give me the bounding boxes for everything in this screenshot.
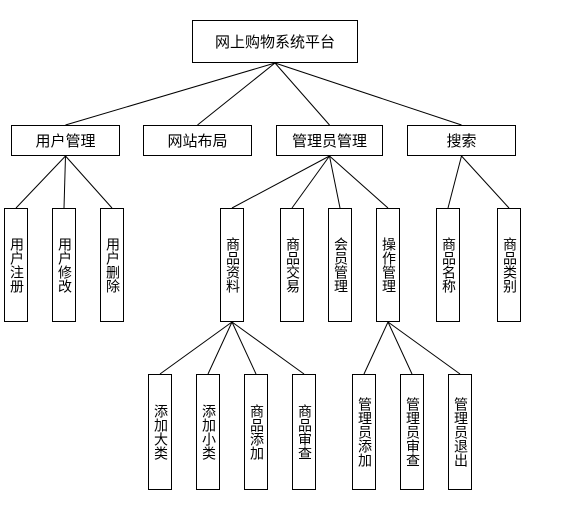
- node-user-modify: 用户修改: [52, 208, 76, 322]
- connector-node-root-to-node-search: [274, 62, 462, 126]
- node-goods-category: 商品类别: [497, 208, 521, 322]
- connector-node-root-to-node-site-layout: [197, 62, 276, 126]
- connector-node-admin-management-to-node-goods-trade: [291, 155, 330, 209]
- connector-node-user-management-to-node-user-register: [15, 155, 66, 209]
- connector-node-admin-management-to-node-member-management: [329, 155, 341, 209]
- connector-node-admin-management-to-node-operation-management: [329, 155, 389, 209]
- connector-node-goods-info-to-node-add-major-category: [159, 321, 233, 375]
- connector-node-search-to-node-goods-category: [461, 155, 510, 209]
- node-admin-review: 管理员审查: [400, 374, 424, 490]
- connector-node-search-to-node-goods-name: [447, 155, 462, 209]
- connector-node-goods-info-to-node-add-minor-category: [207, 321, 233, 375]
- connector-node-user-management-to-node-user-modify: [63, 155, 66, 209]
- connector-node-user-management-to-node-user-delete: [65, 155, 113, 209]
- connector-node-root-to-node-user-management: [65, 62, 276, 126]
- connector-node-operation-management-to-node-admin-exit: [387, 321, 461, 375]
- connector-node-root-to-node-admin-management: [274, 62, 330, 126]
- connector-node-goods-info-to-node-goods-add: [231, 321, 257, 375]
- node-user-register: 用户注册: [4, 208, 28, 322]
- node-search: 搜索: [407, 125, 516, 156]
- node-admin-exit: 管理员退出: [448, 374, 472, 490]
- node-user-delete: 用户删除: [100, 208, 124, 322]
- node-goods-info: 商品资料: [220, 208, 244, 322]
- node-add-minor-category: 添加小类: [196, 374, 220, 490]
- connector-node-admin-management-to-node-goods-info: [231, 155, 330, 209]
- node-goods-name: 商品名称: [436, 208, 460, 322]
- connector-node-operation-management-to-node-admin-review: [387, 321, 413, 375]
- node-goods-add: 商品添加: [244, 374, 268, 490]
- node-admin-management: 管理员管理: [276, 125, 383, 156]
- node-user-management: 用户管理: [11, 125, 120, 156]
- node-site-layout: 网站布局: [143, 125, 252, 156]
- node-member-management: 会员管理: [328, 208, 352, 322]
- node-add-major-category: 添加大类: [148, 374, 172, 490]
- connector-node-goods-info-to-node-goods-review: [231, 321, 305, 375]
- node-admin-add: 管理员添加: [352, 374, 376, 490]
- node-goods-review: 商品审查: [292, 374, 316, 490]
- node-goods-trade: 商品交易: [280, 208, 304, 322]
- node-operation-management: 操作管理: [376, 208, 400, 322]
- connector-node-operation-management-to-node-admin-add: [363, 321, 389, 375]
- node-root: 网上购物系统平台: [192, 20, 358, 63]
